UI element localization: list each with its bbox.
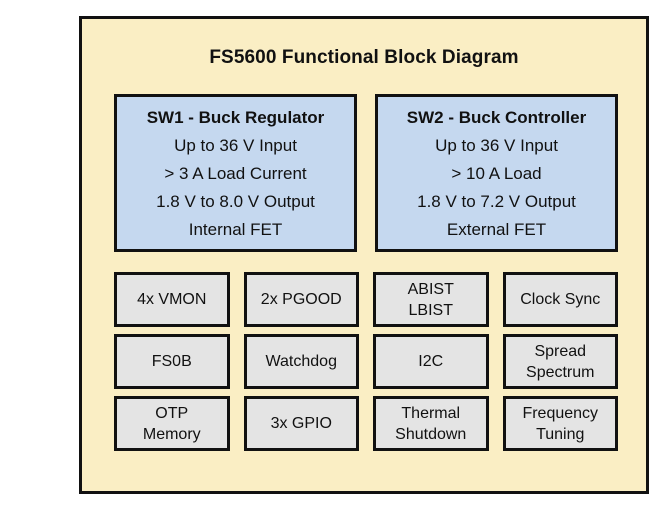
- switcher-block-sw2-spec-load: > 10 A Load: [451, 164, 542, 183]
- feature-block-spread-spectrum: Spread Spectrum: [502, 334, 618, 389]
- functional-block-diagram-frame: FS5600 Functional Block Diagram SW1 - Bu…: [79, 16, 649, 494]
- feature-block-thermal-shutdown-label-1: Thermal: [401, 404, 461, 422]
- feature-block-otp-memory-label-2: Memory: [142, 425, 201, 443]
- feature-block-abist-lbist-label-1: ABIST: [407, 280, 454, 298]
- switcher-block-sw1-spec-input: Up to 36 V Input: [174, 136, 297, 155]
- feature-block-frequency-tuning-label-2: Tuning: [536, 425, 585, 443]
- feature-block-fs0b-label-1: FS0B: [151, 353, 192, 370]
- switcher-block-sw2-title: SW2 - Buck Controller: [406, 108, 587, 127]
- feature-block-thermal-shutdown-label-2: Shutdown: [395, 425, 467, 443]
- switcher-block-row: SW1 - Buck Regulator Up to 36 V Input > …: [114, 94, 618, 252]
- feature-block-frequency-tuning: Frequency Tuning: [502, 396, 618, 451]
- feature-block-i2c-label-1: I2C: [418, 353, 444, 370]
- feature-block-spread-spectrum-label-1: Spread: [534, 342, 587, 360]
- feature-block-pgood-label-1: 2x PGOOD: [260, 291, 342, 308]
- feature-block-clock-sync-label-1: Clock Sync: [520, 291, 601, 308]
- feature-block-abist-lbist-label-2: LBIST: [408, 301, 453, 319]
- switcher-block-sw1-spec-load: > 3 A Load Current: [164, 164, 307, 183]
- feature-block-vmon-label-1: 4x VMON: [137, 291, 207, 308]
- feature-block-gpio: 3x GPIO: [243, 396, 359, 451]
- switcher-block-sw1-title: SW1 - Buck Regulator: [146, 108, 325, 127]
- feature-block-clock-sync: Clock Sync: [502, 272, 618, 327]
- feature-block-abist-lbist: ABIST LBIST: [373, 272, 489, 327]
- feature-block-gpio-label-1: 3x GPIO: [270, 415, 332, 432]
- switcher-block-sw2-spec-output: 1.8 V to 7.2 V Output: [417, 192, 576, 211]
- feature-block-watchdog: Watchdog: [243, 334, 359, 389]
- switcher-block-sw1-spec-output: 1.8 V to 8.0 V Output: [156, 192, 315, 211]
- feature-block-thermal-shutdown: Thermal Shutdown: [373, 396, 489, 451]
- switcher-block-sw2-spec-input: Up to 36 V Input: [435, 136, 558, 155]
- feature-block-fs0b: FS0B: [114, 334, 230, 389]
- feature-block-otp-memory: OTP Memory: [114, 396, 230, 451]
- feature-block-i2c: I2C: [373, 334, 489, 389]
- feature-block-pgood: 2x PGOOD: [243, 272, 359, 327]
- feature-block-watchdog-label-1: Watchdog: [265, 353, 337, 370]
- feature-block-spread-spectrum-label-2: Spectrum: [526, 363, 595, 381]
- feature-block-grid: 4x VMON 2x PGOOD ABIST LBIST Clock Sync …: [114, 272, 618, 451]
- switcher-block-sw2-spec-fet: External FET: [446, 220, 547, 239]
- feature-block-frequency-tuning-label-1: Frequency: [522, 404, 599, 422]
- diagram-title: FS5600 Functional Block Diagram: [209, 47, 519, 68]
- feature-block-otp-memory-label-1: OTP: [155, 404, 189, 422]
- switcher-block-sw1: SW1 - Buck Regulator Up to 36 V Input > …: [114, 94, 357, 252]
- switcher-block-sw1-spec-fet: Internal FET: [188, 220, 283, 239]
- feature-block-vmon: 4x VMON: [114, 272, 230, 327]
- switcher-block-sw2: SW2 - Buck Controller Up to 36 V Input >…: [375, 94, 618, 252]
